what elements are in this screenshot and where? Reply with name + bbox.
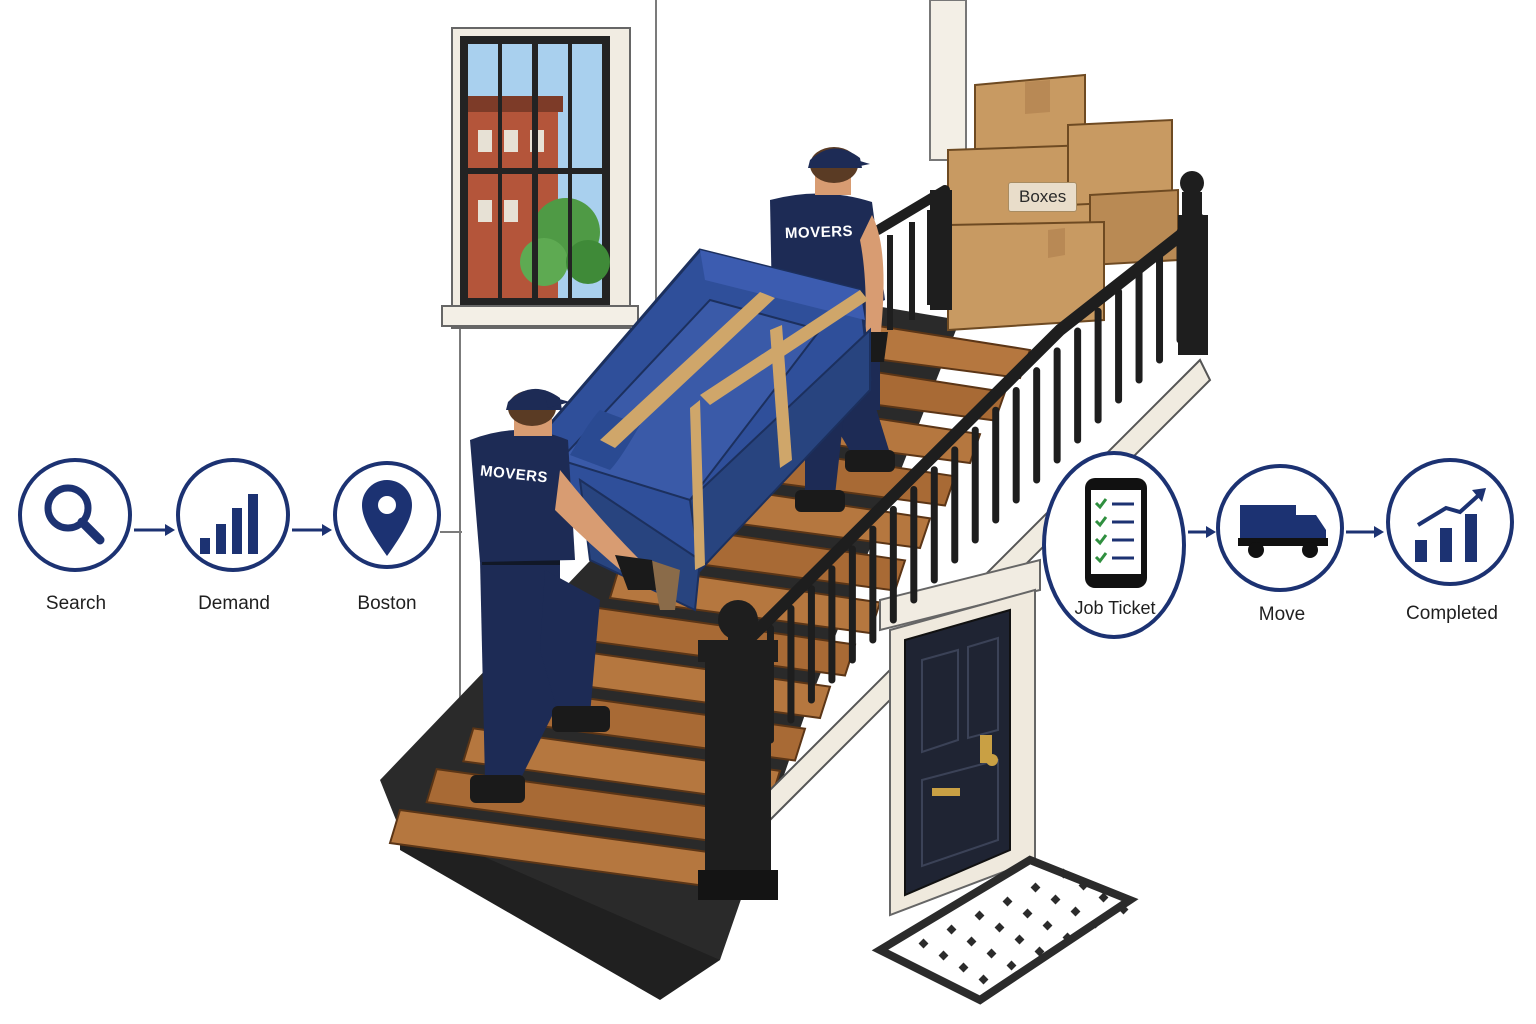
floor-tile bbox=[1034, 946, 1045, 957]
floor-tile bbox=[938, 950, 949, 961]
step-label-boston: Boston bbox=[357, 593, 417, 614]
left-flow bbox=[18, 458, 462, 572]
floor-tile bbox=[1002, 896, 1013, 907]
floor-tile bbox=[946, 924, 957, 935]
newel-post-bottom bbox=[698, 600, 778, 900]
arrow-connector bbox=[292, 524, 332, 536]
step-boston bbox=[333, 461, 441, 569]
floor-tile bbox=[966, 936, 977, 947]
floor-tile bbox=[1030, 882, 1041, 893]
floor-tile bbox=[1058, 868, 1069, 879]
sofa bbox=[543, 248, 872, 612]
boxes-tag: Boxes bbox=[1008, 182, 1078, 212]
arrow-connector bbox=[134, 524, 175, 536]
floor-tile bbox=[1062, 932, 1073, 943]
newel-post-landing bbox=[930, 190, 952, 310]
step-label-search: Search bbox=[45, 593, 107, 614]
mover-lower bbox=[470, 388, 656, 803]
step-label-demand: Demand bbox=[198, 593, 270, 614]
floor-tile bbox=[1078, 880, 1089, 891]
step-label-completed: Completed bbox=[1406, 603, 1498, 624]
step-completed bbox=[1386, 458, 1514, 586]
wall-column bbox=[929, 0, 967, 161]
step-move bbox=[1216, 464, 1344, 592]
floor-tile bbox=[958, 962, 969, 973]
floor-tile bbox=[986, 948, 997, 959]
step-search bbox=[18, 458, 132, 572]
right-flow bbox=[1042, 451, 1514, 639]
front-door[interactable] bbox=[889, 588, 1036, 917]
floor-tile bbox=[1042, 920, 1053, 931]
shirt-print-upper: MOVERS bbox=[784, 222, 854, 243]
growth-chart-icon bbox=[1415, 488, 1486, 562]
floor-tile bbox=[974, 910, 985, 921]
step-demand bbox=[176, 458, 290, 572]
stair-railing bbox=[732, 185, 1206, 764]
truck-icon bbox=[1238, 505, 1328, 558]
map-pin-icon bbox=[362, 480, 412, 556]
floor-tile bbox=[1090, 918, 1101, 929]
step-label-job-ticket: Job Ticket bbox=[1074, 598, 1156, 618]
floor-tile bbox=[1050, 894, 1061, 905]
phone-checklist-icon bbox=[1085, 478, 1147, 588]
search-icon bbox=[44, 484, 105, 545]
floor-tile bbox=[918, 938, 929, 949]
bar-chart-icon bbox=[200, 494, 258, 554]
arrow-connector bbox=[1188, 526, 1216, 538]
arrow-connector bbox=[1346, 526, 1384, 538]
newel-post-top bbox=[1178, 171, 1208, 355]
floor-tile bbox=[1014, 934, 1025, 945]
step-label-move: Move bbox=[1258, 604, 1306, 625]
step-job-ticket bbox=[1042, 451, 1186, 639]
tiled-floor-mat bbox=[871, 855, 1139, 1005]
floor-tile bbox=[994, 922, 1005, 933]
floor-tile bbox=[1118, 904, 1129, 915]
floor-tile bbox=[978, 974, 989, 985]
floor-tile bbox=[1022, 908, 1033, 919]
floor-tile bbox=[1006, 960, 1017, 971]
floor-tile bbox=[1070, 906, 1081, 917]
window bbox=[441, 27, 639, 329]
floor-tile bbox=[1098, 892, 1109, 903]
